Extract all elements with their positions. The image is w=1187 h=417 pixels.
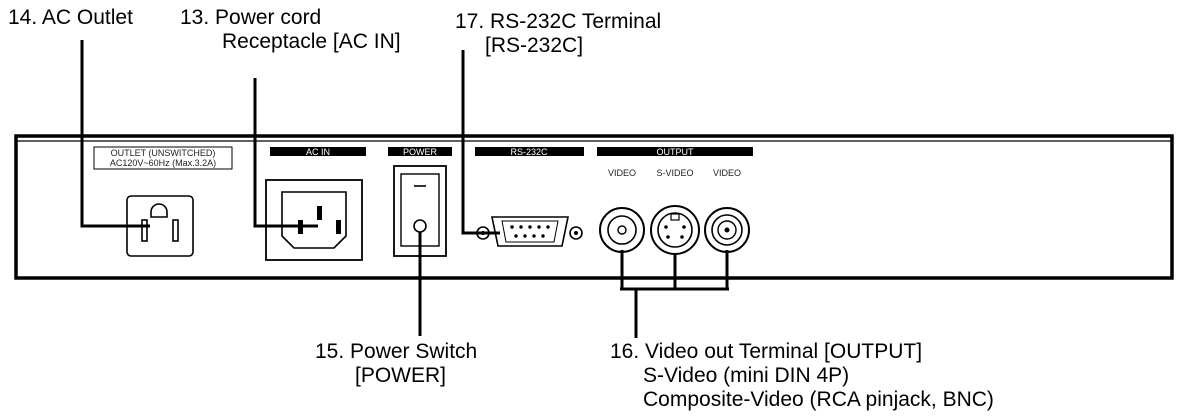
callout-power-switch-line-1: 15. Power Switch bbox=[315, 340, 478, 363]
outlet-label-line-2: AC120V~60Hz (Max.3.2A) bbox=[110, 158, 216, 168]
video-rca-connector-icon bbox=[599, 207, 645, 253]
callout-video-out-line-2: S-Video (mini DIN 4P) bbox=[643, 364, 850, 387]
rs232c-leader-line bbox=[461, 50, 500, 235]
callout-video-out: 16. Video out Terminal [OUTPUT] S-Video … bbox=[610, 340, 994, 412]
video-bnc-connector-icon bbox=[704, 207, 750, 253]
callout-power-cord: 13. Power cord Receptacle [AC IN] bbox=[180, 6, 401, 54]
ac-in-label-band bbox=[270, 147, 366, 156]
outlet-label-box bbox=[93, 146, 233, 170]
callout-power-switch-line-2: [POWER] bbox=[355, 364, 447, 387]
s-video-connector-icon bbox=[650, 205, 700, 255]
output-sublabel-s-video: S-VIDEO bbox=[656, 168, 693, 178]
ac-outlet-icon bbox=[126, 195, 194, 257]
callout-power-cord-line-1: 13. Power cord bbox=[180, 6, 322, 29]
callout-rs232c-line-1: 17. RS-232C Terminal bbox=[455, 10, 662, 33]
power-label-band bbox=[388, 147, 452, 156]
rs232c-connector-icon bbox=[476, 216, 583, 247]
callout-ac-outlet-line-1: 14. AC Outlet bbox=[8, 6, 133, 29]
callout-rs232c: 17. RS-232C Terminal [RS-232C] bbox=[455, 10, 661, 58]
callout-video-out-line-1: 16. Video out Terminal [OUTPUT] bbox=[610, 340, 923, 363]
ac-in-receptacle-icon bbox=[265, 179, 363, 261]
callout-power-cord-line-2: Receptacle [AC IN] bbox=[222, 30, 401, 53]
video-out-leader-line bbox=[620, 250, 729, 338]
ac-outlet-leader-line bbox=[80, 40, 150, 228]
ac-in-label: AC IN bbox=[306, 147, 330, 157]
rs232c-label-band bbox=[475, 147, 584, 156]
output-sublabel-video-left: VIDEO bbox=[608, 168, 636, 178]
callout-video-out-line-3: Composite-Video (RCA pinjack, BNC) bbox=[643, 388, 994, 411]
rs232c-label: RS-232C bbox=[510, 147, 548, 157]
power-cord-leader-line bbox=[253, 78, 318, 228]
power-switch-icon bbox=[393, 165, 447, 257]
output-sublabel-video-right: VIDEO bbox=[713, 168, 741, 178]
callout-ac-outlet: 14. AC Outlet bbox=[8, 6, 133, 30]
outlet-label-line-1: OUTLET (UNSWITCHED) bbox=[111, 148, 216, 158]
power-label: POWER bbox=[403, 147, 438, 157]
callout-rs232c-line-2: [RS-232C] bbox=[485, 34, 584, 57]
callout-power-switch: 15. Power Switch [POWER] bbox=[315, 340, 477, 388]
output-label: OUTPUT bbox=[657, 147, 695, 157]
output-label-band bbox=[597, 147, 753, 156]
